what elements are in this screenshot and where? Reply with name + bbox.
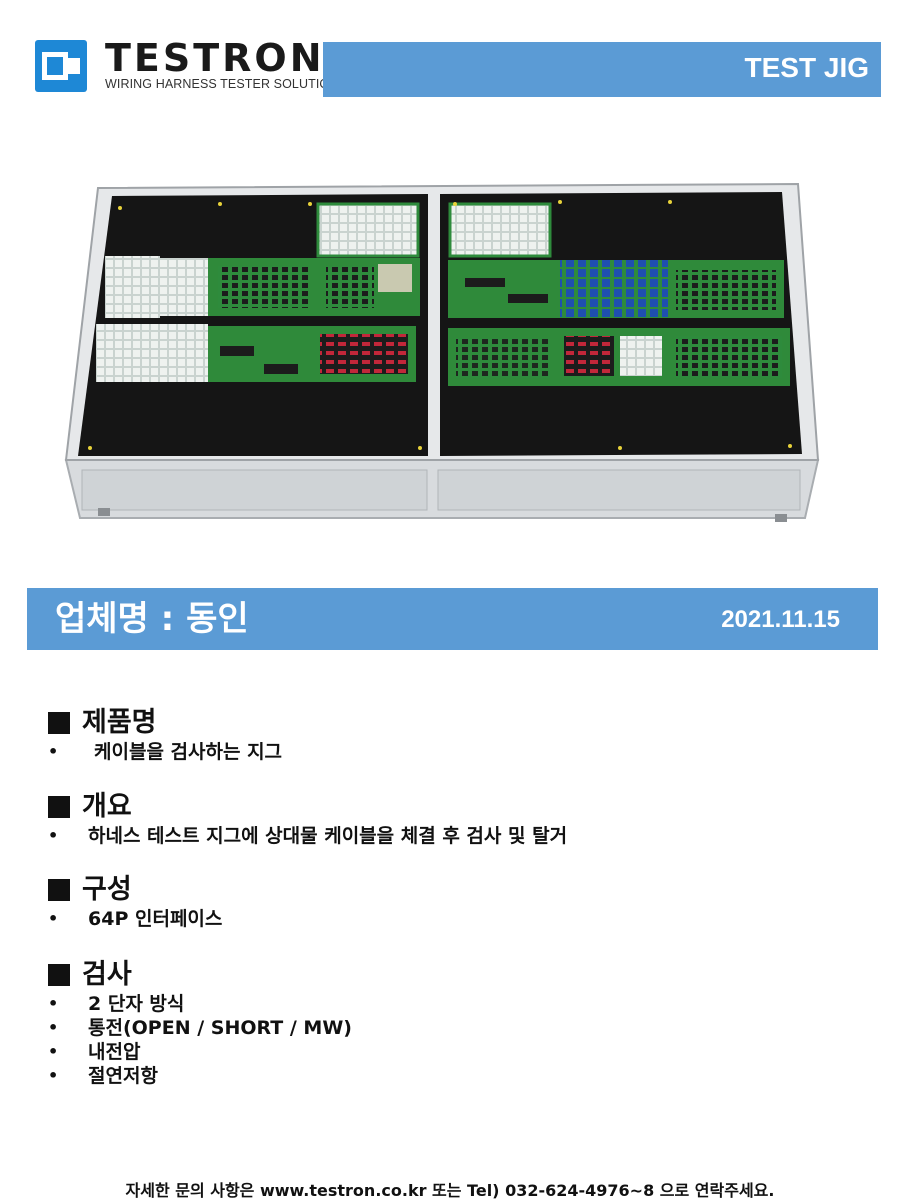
testron-logo-icon xyxy=(35,40,87,92)
document-date: 2021.11.15 xyxy=(721,606,840,633)
square-bullet-icon xyxy=(48,796,70,818)
section-title: 개요 xyxy=(82,791,132,822)
doc-type-title: TEST JIG xyxy=(744,52,869,83)
company-bar: 업체명 : 동인 2021.11.15 xyxy=(27,588,878,650)
list-item: 절연저항 xyxy=(48,1064,352,1088)
section-title: 제품명 xyxy=(82,707,157,738)
header-bar: TEST JIG xyxy=(323,42,881,97)
list-item: 64P 인터페이스 xyxy=(48,907,222,931)
section-title: 검사 xyxy=(82,959,132,990)
section-configuration: 구성 64P 인터페이스 xyxy=(48,873,222,931)
list-item: 케이블을 검사하는 지그 xyxy=(48,740,282,764)
square-bullet-icon xyxy=(48,712,70,734)
list-item: 하네스 테스트 지그에 상대물 케이블을 체결 후 검사 및 탈거 xyxy=(48,824,567,848)
square-bullet-icon xyxy=(48,964,70,986)
section-title: 구성 xyxy=(82,874,132,905)
section-product-name: 제품명 케이블을 검사하는 지그 xyxy=(48,706,282,764)
section-inspection: 검사 2 단자 방식 통전(OPEN / SHORT / MW) 내전압 절연저… xyxy=(48,958,352,1088)
section-overview: 개요 하네스 테스트 지그에 상대물 케이블을 체결 후 검사 및 탈거 xyxy=(48,790,567,848)
list-item: 통전(OPEN / SHORT / MW) xyxy=(48,1016,352,1040)
test-jig-photo xyxy=(64,182,820,522)
testron-logo: TESTRON WIRING HARNESS TESTER SOLUTIONS xyxy=(35,36,347,96)
list-item: 2 단자 방식 xyxy=(48,992,352,1016)
company-name: 업체명 : 동인 xyxy=(55,599,249,639)
contact-footer: 자세한 문의 사항은 www.testron.co.kr 또는 Tel) 032… xyxy=(125,1181,775,1200)
list-item: 내전압 xyxy=(48,1040,352,1064)
square-bullet-icon xyxy=(48,879,70,901)
brand-tagline: WIRING HARNESS TESTER SOLUTIONS xyxy=(105,77,347,91)
brand-name: TESTRON xyxy=(105,36,325,80)
